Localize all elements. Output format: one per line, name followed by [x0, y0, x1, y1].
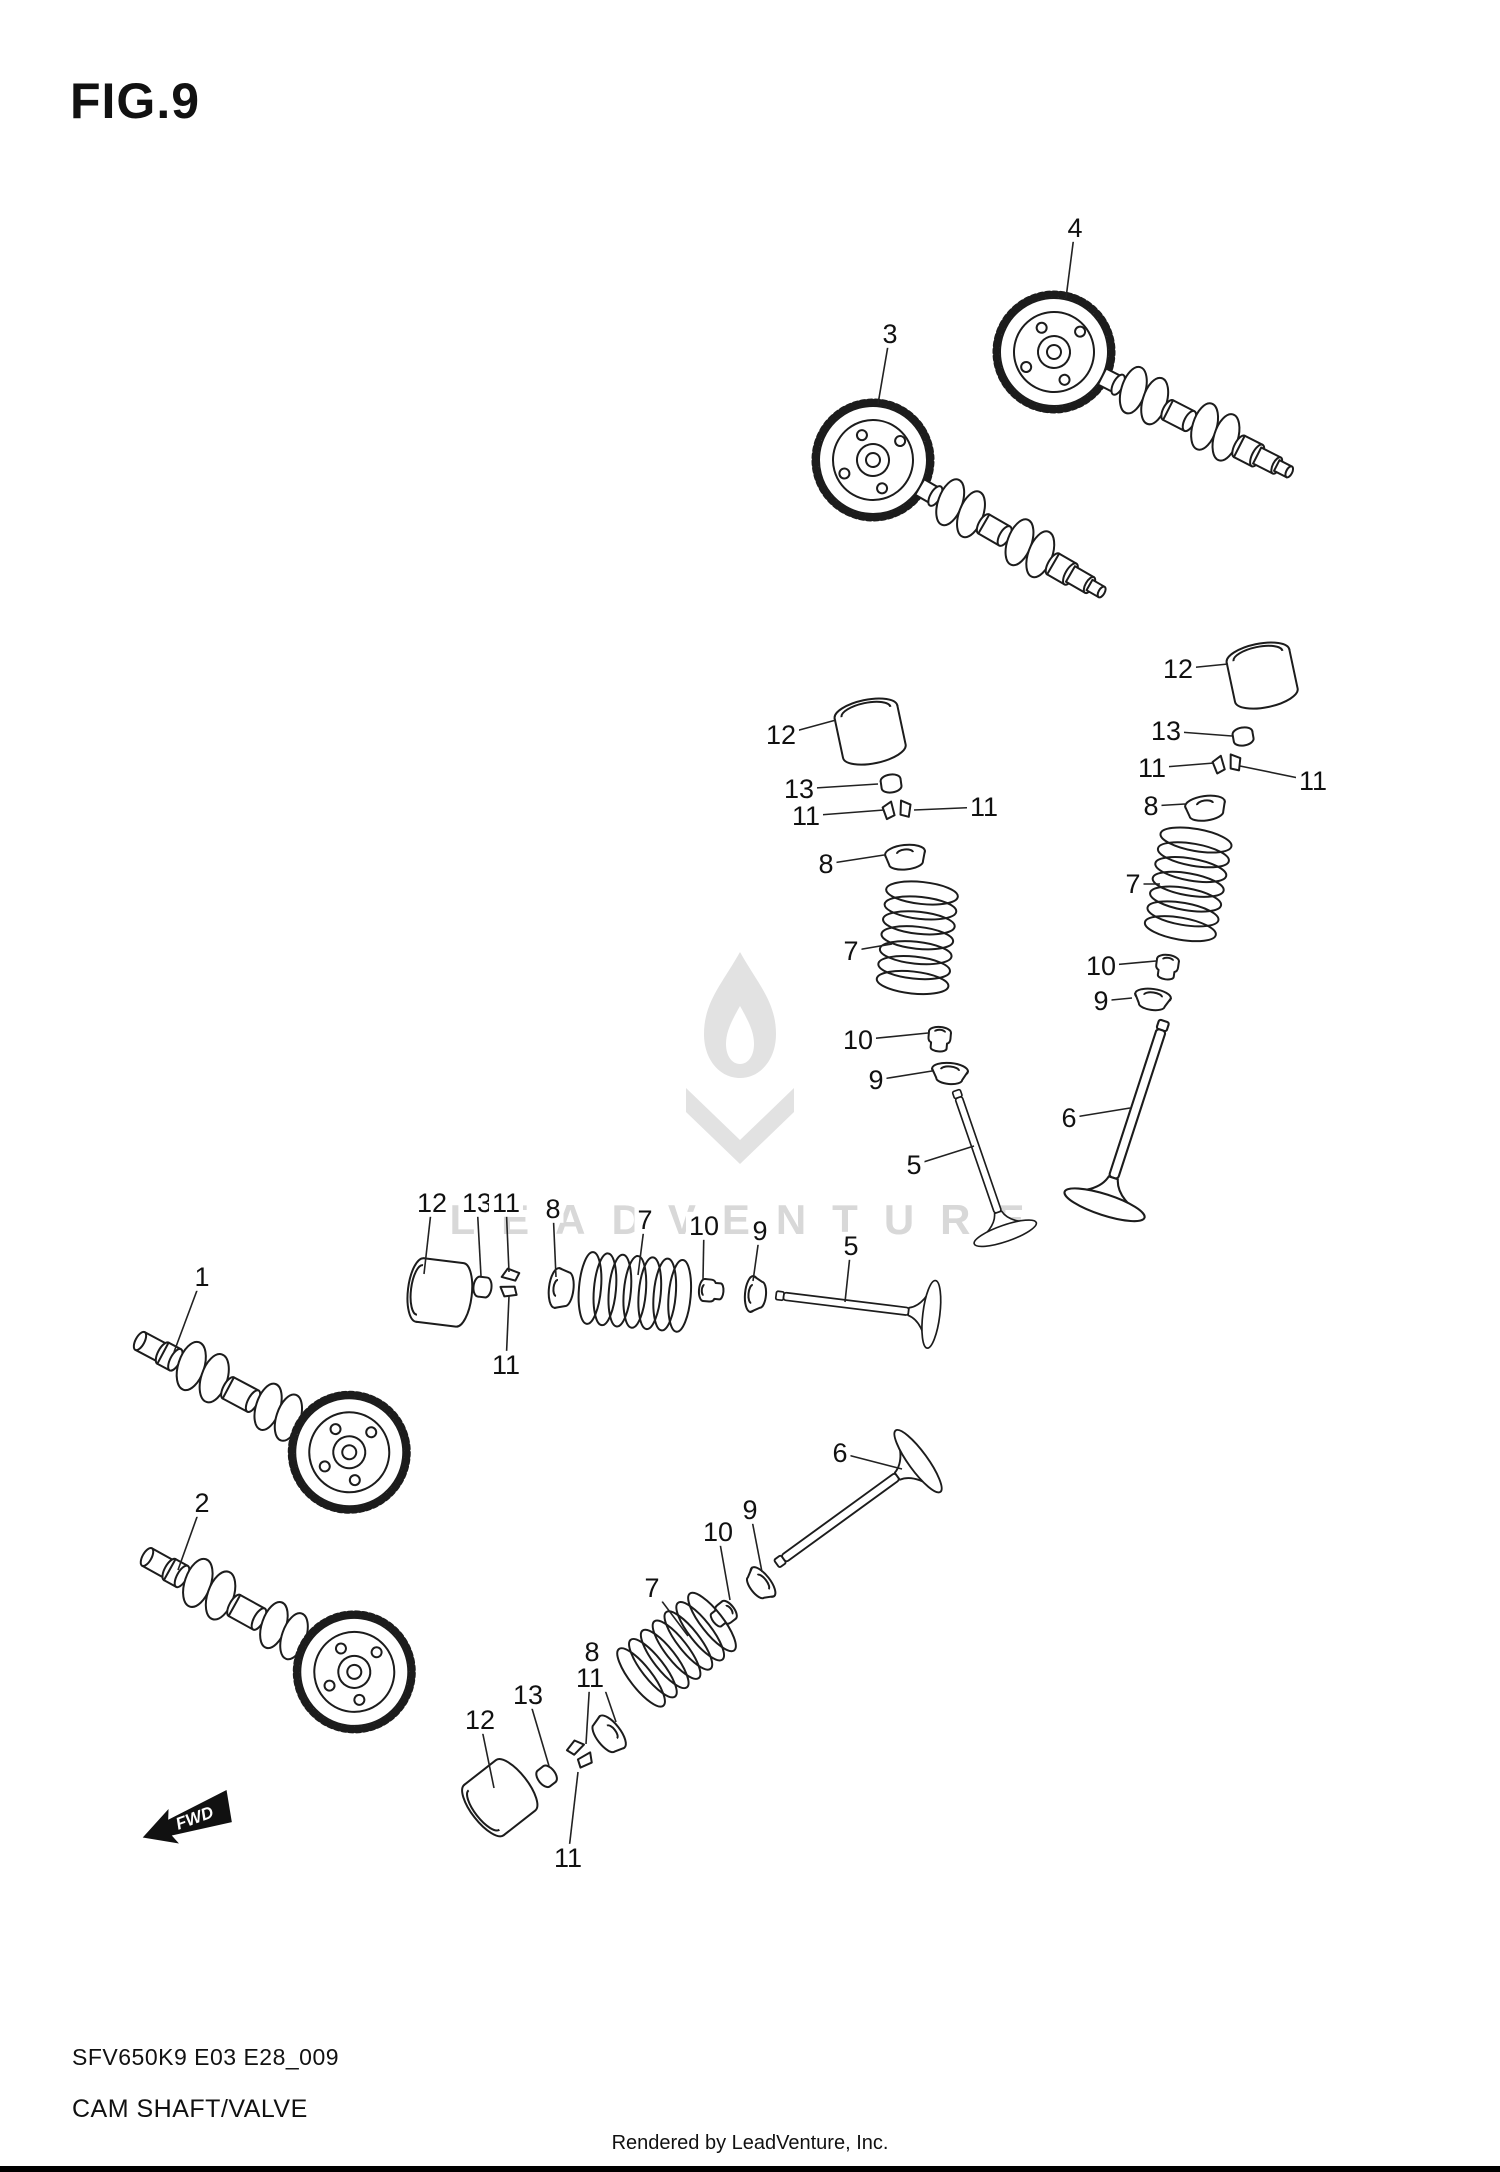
spring-seat-9	[1132, 985, 1173, 1014]
stem-seal-10	[697, 1277, 726, 1304]
shim-13	[532, 1761, 561, 1791]
valve-assembly-lower	[453, 1423, 950, 1844]
spring-retainer-8	[585, 1710, 632, 1759]
fwd-arrow: FWD	[142, 1789, 232, 1844]
stem-seal-10	[926, 1025, 953, 1054]
valve-spring-7	[574, 1250, 695, 1334]
footer-block: SFV650K9 E03 E28_009 CAM SHAFT/VALVE	[72, 2044, 339, 2124]
cotter-set-11	[564, 1736, 597, 1771]
tappet-bucket-12	[831, 692, 910, 771]
spring-retainer-8	[545, 1266, 577, 1311]
shim-13	[878, 772, 904, 795]
spring-retainer-8	[883, 841, 928, 873]
spring-seat-9	[929, 1060, 970, 1087]
camshaft-3-drawing	[794, 381, 1133, 644]
cotter-set-11	[498, 1267, 521, 1299]
valve-assembly-horizontal	[403, 1250, 945, 1350]
tappet-bucket-12	[1223, 636, 1302, 715]
valve-6	[1060, 1006, 1206, 1229]
footer-credit: Rendered by LeadVenture, Inc.	[611, 2132, 889, 2154]
spring-retainer-8	[1183, 792, 1229, 825]
part-code: SFV650K9 E03 E28_009	[72, 2044, 340, 2070]
valve-spring-7	[874, 877, 960, 999]
spring-seat-9	[742, 1274, 769, 1315]
valve-5	[924, 1079, 1040, 1253]
cotter-set-11	[1210, 752, 1243, 775]
stem-seal-10	[705, 1597, 741, 1632]
camshaft-2-drawing	[115, 1504, 433, 1751]
shim-13	[1230, 724, 1256, 749]
diagram-title: CAM SHAFT/VALVE	[72, 2095, 308, 2123]
stem-seal-10	[1153, 952, 1181, 982]
valve-assembly-right	[1060, 636, 1302, 1229]
watermark-logo-icon	[686, 952, 794, 1164]
figure-title: FIG.9	[70, 73, 201, 129]
tappet-bucket-12	[453, 1751, 546, 1844]
shim-13	[471, 1275, 494, 1300]
cotter-set-11	[881, 798, 913, 821]
bottom-edge-bar	[0, 2166, 1500, 2172]
valve-assembly-center	[831, 692, 1040, 1253]
valve-5	[771, 1260, 945, 1350]
valve-6	[753, 1423, 950, 1596]
camshaft-1-drawing	[109, 1288, 428, 1531]
camshaft-4-drawing	[976, 274, 1318, 525]
tappet-bucket-12	[403, 1255, 477, 1330]
spring-seat-9	[739, 1562, 781, 1606]
